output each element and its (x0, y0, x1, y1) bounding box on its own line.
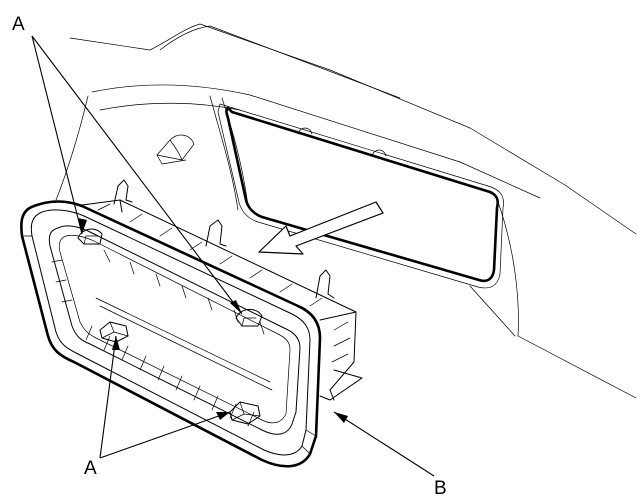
retaining-tabs (113, 179, 335, 299)
callout-a-top: A (12, 14, 25, 35)
callout-b: B (434, 478, 447, 499)
callout-a-bottom: A (84, 458, 97, 479)
panel-opening (217, 103, 504, 289)
bezel-frame (20, 200, 322, 468)
body-panel (55, 23, 637, 399)
clip-lower-right (229, 401, 261, 425)
housing (81, 199, 363, 401)
clip-lower-left (99, 321, 129, 343)
removal-direction-arrow-icon (258, 201, 384, 255)
inner-ribs (51, 249, 273, 427)
leader-lines (31, 35, 435, 477)
clip-upper-left (77, 228, 103, 245)
clip-upper-right (235, 309, 263, 327)
leader-arrowheads (78, 218, 348, 423)
